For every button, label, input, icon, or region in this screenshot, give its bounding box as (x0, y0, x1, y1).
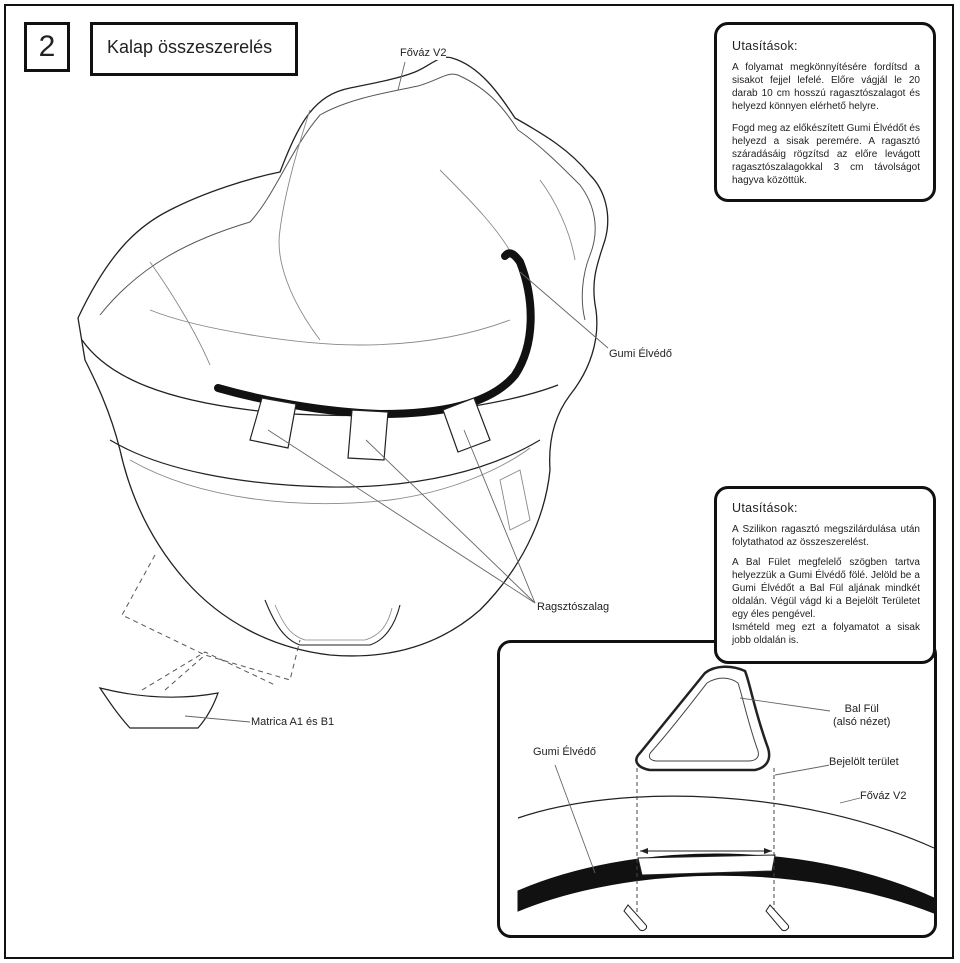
page-title: Kalap összeszerelés (90, 22, 298, 76)
instructions-box-1: Utasítások: A folyamat megkönnyítésére f… (714, 22, 936, 202)
instructions-2-paragraph-2: A Bal Fület megfelelő szögben tartva hel… (732, 557, 920, 620)
sticker-dashed-outline-2 (141, 651, 276, 691)
page-frame (4, 4, 954, 959)
leader-gumi-elvedo (519, 271, 609, 349)
instructions-box-2: Utasítások: A Szilikon ragasztó megszilá… (714, 486, 936, 664)
instructions-1-paragraph-1: A folyamat megkönnyítésére fordítsd a si… (732, 62, 920, 112)
label-fovaz-detail: Főváz V2 (860, 790, 907, 803)
instructions-2-heading: Utasítások: (732, 501, 798, 515)
label-bal-ful-line-2: (alsó nézet) (833, 716, 891, 728)
instructions-2-paragraph-1: A Szilikon ragasztó megszilárdulása után… (732, 524, 920, 548)
instructions-1-paragraph-2: Fogd meg az előkészített Gumi Élvédőt és… (732, 123, 920, 186)
leader-bejelolt (774, 764, 831, 776)
helmet-brim (81, 339, 559, 417)
leader-fovaz-top (397, 61, 406, 91)
rubber-edge-guard (214, 249, 535, 419)
leader-tape-2 (365, 439, 536, 604)
helmet-thin-line-5 (539, 179, 576, 261)
sticker-dashed-outline (121, 554, 301, 681)
detail-ear (635, 665, 771, 772)
label-bal-ful-line-1: Bal Fül (844, 703, 879, 715)
detail-clip-left (623, 904, 647, 931)
leader-tape-1 (267, 429, 536, 604)
detail-clip-right (765, 904, 789, 931)
detail-ear-inner (648, 677, 759, 762)
helmet-thin-line-4 (439, 169, 516, 261)
helmet-visor-slot-inner (274, 604, 393, 641)
helmet-thin-line-2 (278, 109, 321, 341)
step-number: 2 (24, 22, 70, 72)
helmet-visor-slot (264, 599, 401, 646)
helmet-inner-crown (99, 73, 596, 321)
detail-arrow-right (764, 848, 772, 854)
label-gumi-elvedo: Gumi Élvédő (609, 348, 672, 361)
detail-arrow-left (640, 848, 648, 854)
instructions-1-heading: Utasítások: (732, 39, 798, 53)
leader-gumi-detail (554, 764, 596, 874)
sticker-shape (98, 687, 219, 729)
helmet-thin-line-1 (149, 261, 211, 366)
label-ragsztoszalag: Ragsztószalag (537, 601, 610, 614)
leader-bal-ful (739, 697, 831, 712)
leader-tape-3 (463, 429, 536, 604)
helmet-side-vent (499, 469, 531, 531)
label-fovaz-top: Főváz V2 (400, 47, 447, 60)
tape-piece-3 (442, 397, 491, 453)
helmet-brim-lower-2 (129, 447, 531, 505)
detail-illustration (517, 665, 935, 931)
label-bal-ful: Bal Fül (alsó nézet) (833, 703, 891, 729)
helmet-thin-line-3 (149, 309, 511, 346)
leader-matrica (184, 715, 251, 723)
detail-shell-arc (517, 795, 935, 849)
detail-panel (497, 640, 937, 938)
tape-piece-1 (249, 397, 297, 449)
label-matrica: Matrica A1 és B1 (251, 716, 335, 729)
label-bejelolt-terulet: Bejelölt terület (829, 756, 899, 769)
detail-marked-area (637, 854, 776, 876)
tape-piece-2 (347, 409, 389, 461)
sticker-dashed-outline-3 (164, 654, 206, 691)
instructions-2-paragraph-3: Ismételd meg ezt a folyamatot a sisak jo… (732, 622, 920, 646)
leader-fovaz-detail (839, 797, 861, 804)
label-gumi-elvedo-detail: Gumi Élvédő (533, 746, 596, 759)
helmet-brim-lower (109, 439, 541, 488)
